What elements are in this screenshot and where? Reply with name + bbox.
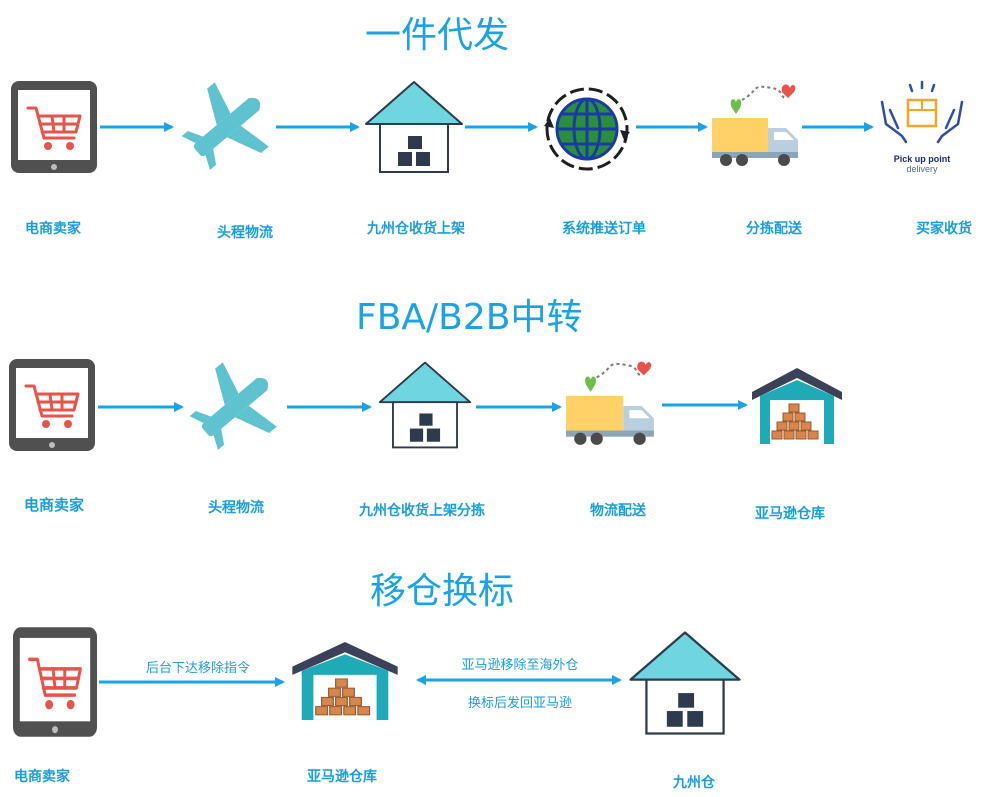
step-label: 九州仓: [673, 775, 715, 791]
step-label: 亚马逊仓库: [755, 506, 825, 522]
step-label: 亚马逊仓库: [307, 769, 377, 785]
step-label: 电商卖家: [14, 769, 70, 785]
airplane-icon: [189, 362, 277, 450]
warehouse-house-icon: [378, 361, 472, 449]
tablet-cart-icon: [9, 359, 95, 451]
delivery-truck-icon: [566, 361, 654, 445]
step-label: 九州仓收货上架分拣: [359, 503, 485, 519]
section-title-dropshipping: 一件代发: [365, 15, 510, 56]
warehouse-house-icon: [365, 81, 463, 173]
pickup-point-icon: Pick up point delivery: [876, 80, 968, 176]
section-title-fba-transfer: FBA/B2B中转: [356, 297, 583, 338]
step-label: 买家收货: [916, 221, 972, 237]
edge-label-remove-to-overseas: 亚马逊移除至海外仓: [461, 658, 579, 673]
hands-parcel-icon: [880, 80, 964, 144]
step-label: 分拣配送: [746, 221, 802, 237]
step-label: 头程物流: [208, 500, 264, 516]
tablet-cart-icon: [12, 627, 98, 737]
airplane-icon: [181, 82, 269, 170]
tablet-cart-icon: [11, 81, 97, 173]
pickup-title: Pick up point: [893, 154, 951, 164]
warehouse-house-icon: [629, 631, 741, 735]
step-label: 头程物流: [217, 225, 273, 241]
delivery-truck-icon: [712, 84, 798, 166]
step-label: 电商卖家: [25, 221, 81, 237]
pickup-subtitle: delivery: [906, 164, 938, 174]
step-label: 物流配送: [590, 503, 646, 519]
step-label: 电商卖家: [23, 496, 85, 514]
amazon-warehouse-icon: [752, 368, 842, 444]
step-label: 九州仓收货上架: [367, 221, 465, 237]
globe-sync-icon: [544, 87, 630, 171]
edge-label-relabel-return: 换标后发回亚马逊: [467, 696, 573, 711]
amazon-warehouse-icon: [292, 642, 398, 720]
section-title-relabel: 移仓换标: [370, 571, 515, 612]
step-label: 系统推送订单: [562, 221, 646, 237]
edge-label-removal-order: 后台下达移除指令: [145, 661, 251, 676]
